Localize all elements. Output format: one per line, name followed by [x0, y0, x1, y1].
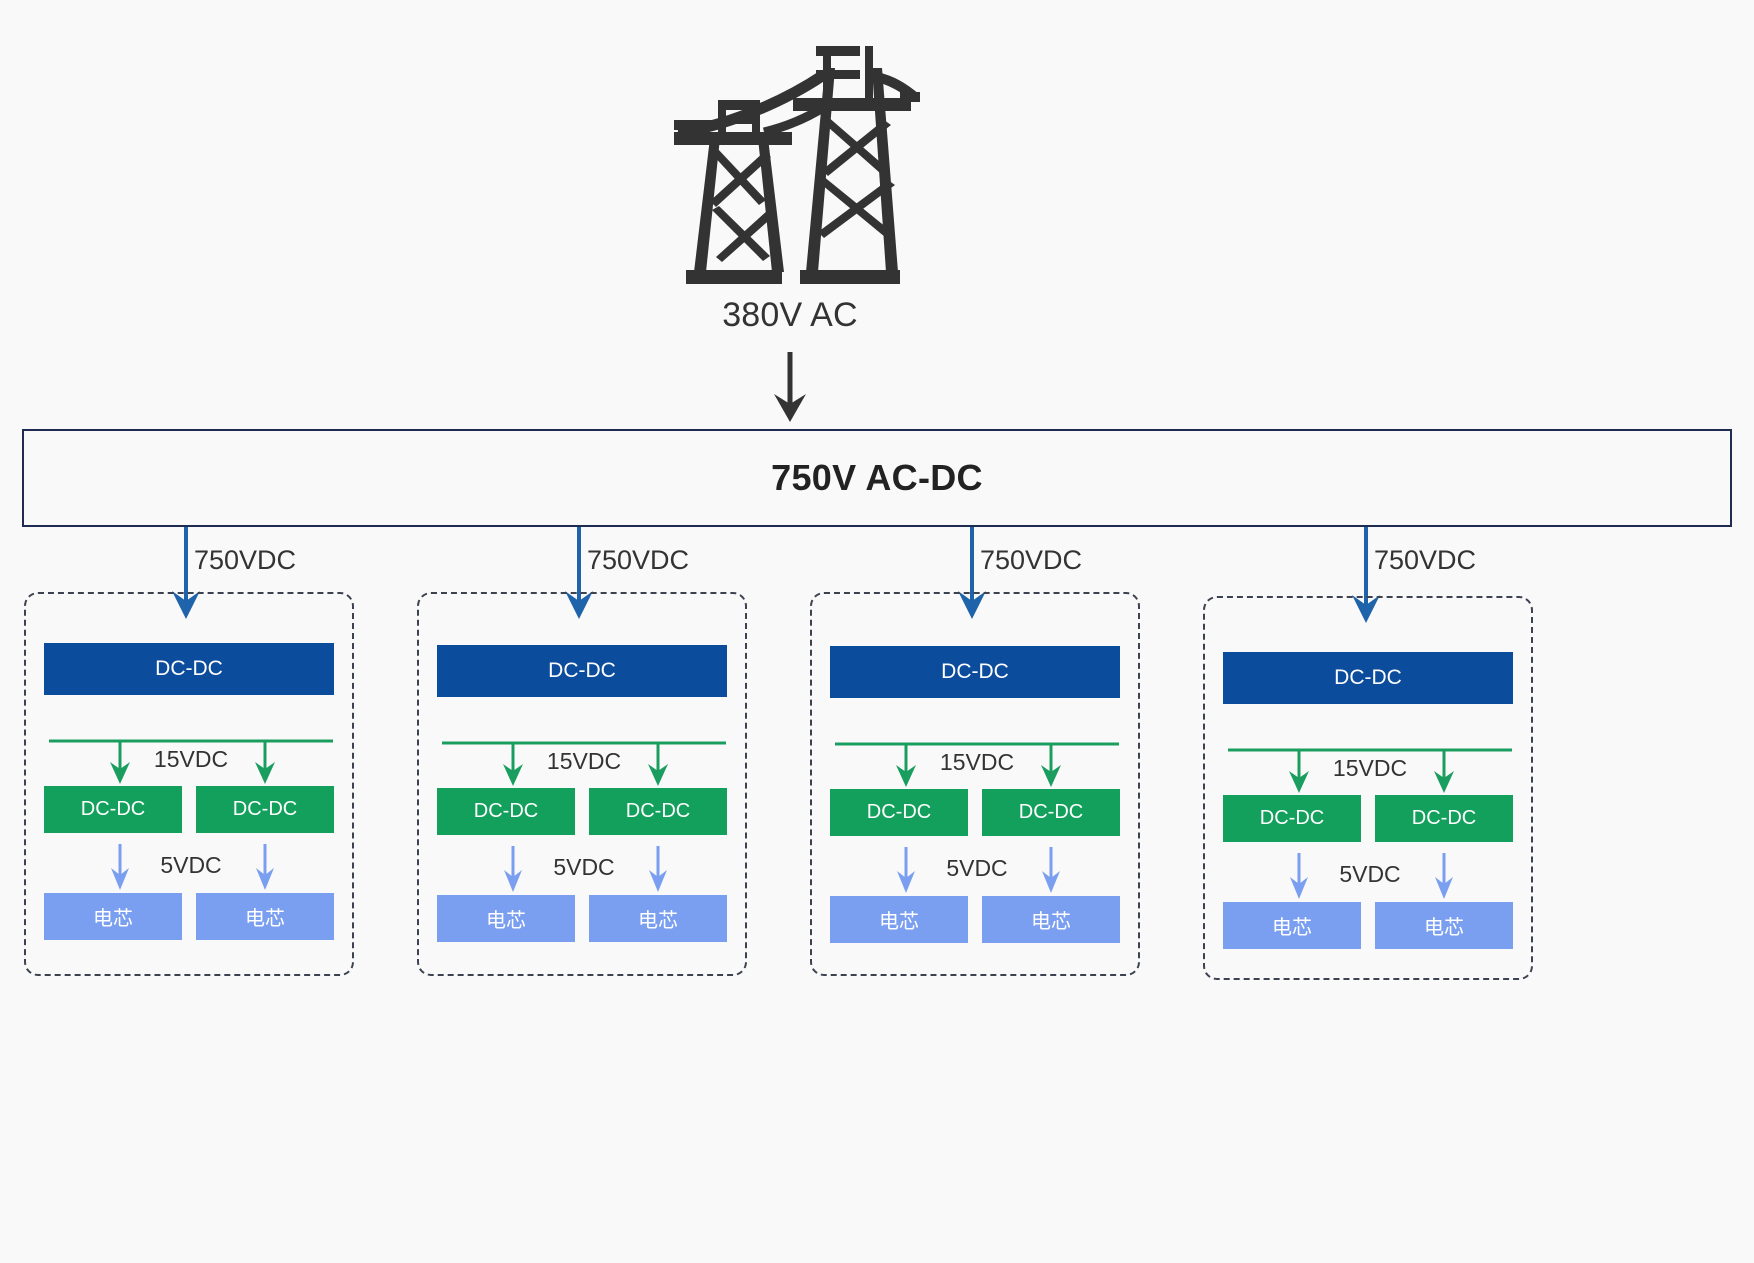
battery-cell-1b: 电芯	[196, 893, 334, 940]
dcdc-15-converter-3b: DC-DC	[982, 789, 1120, 836]
dcdc-15-converter-2b: DC-DC	[589, 788, 727, 835]
acdc-label: 750V AC-DC	[771, 457, 983, 498]
dcdc-15-converter-3a: DC-DC	[830, 789, 968, 836]
feeder-label-2: 750VDC	[587, 545, 690, 575]
battery-cell-4a: 电芯	[1223, 902, 1361, 949]
dcdc-15-converter-4b: DC-DC	[1375, 795, 1513, 842]
dcdc-15-converter-1b: DC-DC	[196, 786, 334, 833]
feeder-label-1: 750VDC	[194, 545, 297, 575]
feeder-label-3: 750VDC	[980, 545, 1083, 575]
feeder-label-4: 750VDC	[1374, 545, 1477, 575]
feeder-arrow-3: 750VDC	[944, 527, 1244, 637]
dcdc-15-converter-4a: DC-DC	[1223, 795, 1361, 842]
bus-voltage-label-3: 15VDC	[939, 749, 1015, 775]
battery-cell-3a: 电芯	[830, 896, 968, 943]
dcdc-750-converter-2: DC-DC	[437, 645, 727, 697]
bus-arrows-group-3	[835, 742, 1119, 893]
bus-voltage-label-2: 15VDC	[546, 748, 622, 774]
transmission-tower-icon	[660, 40, 920, 290]
battery-rack-group-4: DC-DC 15VDC DC-DC DC-DC 5VDC 电芯 电芯	[1203, 596, 1533, 980]
battery-rack-group-3: DC-DC 15VDC DC-DC DC-DC 5VDC 电芯 电芯	[810, 592, 1140, 976]
cell-voltage-label-3: 5VDC	[946, 855, 1008, 881]
battery-cell-2b: 电芯	[589, 895, 727, 942]
battery-cell-1a: 电芯	[44, 893, 182, 940]
bus-arrows-group-1	[49, 739, 333, 890]
dcdc-15-converter-2a: DC-DC	[437, 788, 575, 835]
bus-voltage-label-4: 15VDC	[1332, 755, 1408, 781]
bus-arrows-group-4	[1228, 748, 1512, 899]
source-voltage-label: 380V AC	[722, 296, 858, 334]
battery-cell-2a: 电芯	[437, 895, 575, 942]
dcdc-750-converter-1: DC-DC	[44, 643, 334, 695]
cell-voltage-label-2: 5VDC	[553, 854, 615, 880]
bus-arrows-group-2	[442, 741, 726, 892]
cell-voltage-label-4: 5VDC	[1339, 861, 1401, 887]
battery-cell-3b: 电芯	[982, 896, 1120, 943]
battery-rack-group-1: DC-DC 15VDC DC-DC DC-DC 5VDC 电芯 电芯	[24, 592, 354, 976]
bus-voltage-label-1: 15VDC	[153, 746, 229, 772]
dcdc-750-converter-3: DC-DC	[830, 646, 1120, 698]
feeder-arrow-1: 750VDC	[158, 527, 458, 637]
feeder-arrow-2: 750VDC	[551, 527, 851, 637]
feeder-arrow-4: 750VDC	[1338, 527, 1638, 637]
cell-voltage-label-1: 5VDC	[160, 852, 222, 878]
dcdc-750-converter-4: DC-DC	[1223, 652, 1513, 704]
battery-cell-4b: 电芯	[1375, 902, 1513, 949]
source-to-acdc-arrow-icon	[755, 352, 825, 424]
acdc-converter-bar: 750V AC-DC	[22, 429, 1732, 527]
dcdc-15-converter-1a: DC-DC	[44, 786, 182, 833]
battery-rack-group-2: DC-DC 15VDC DC-DC DC-DC 5VDC 电芯 电芯	[417, 592, 747, 976]
